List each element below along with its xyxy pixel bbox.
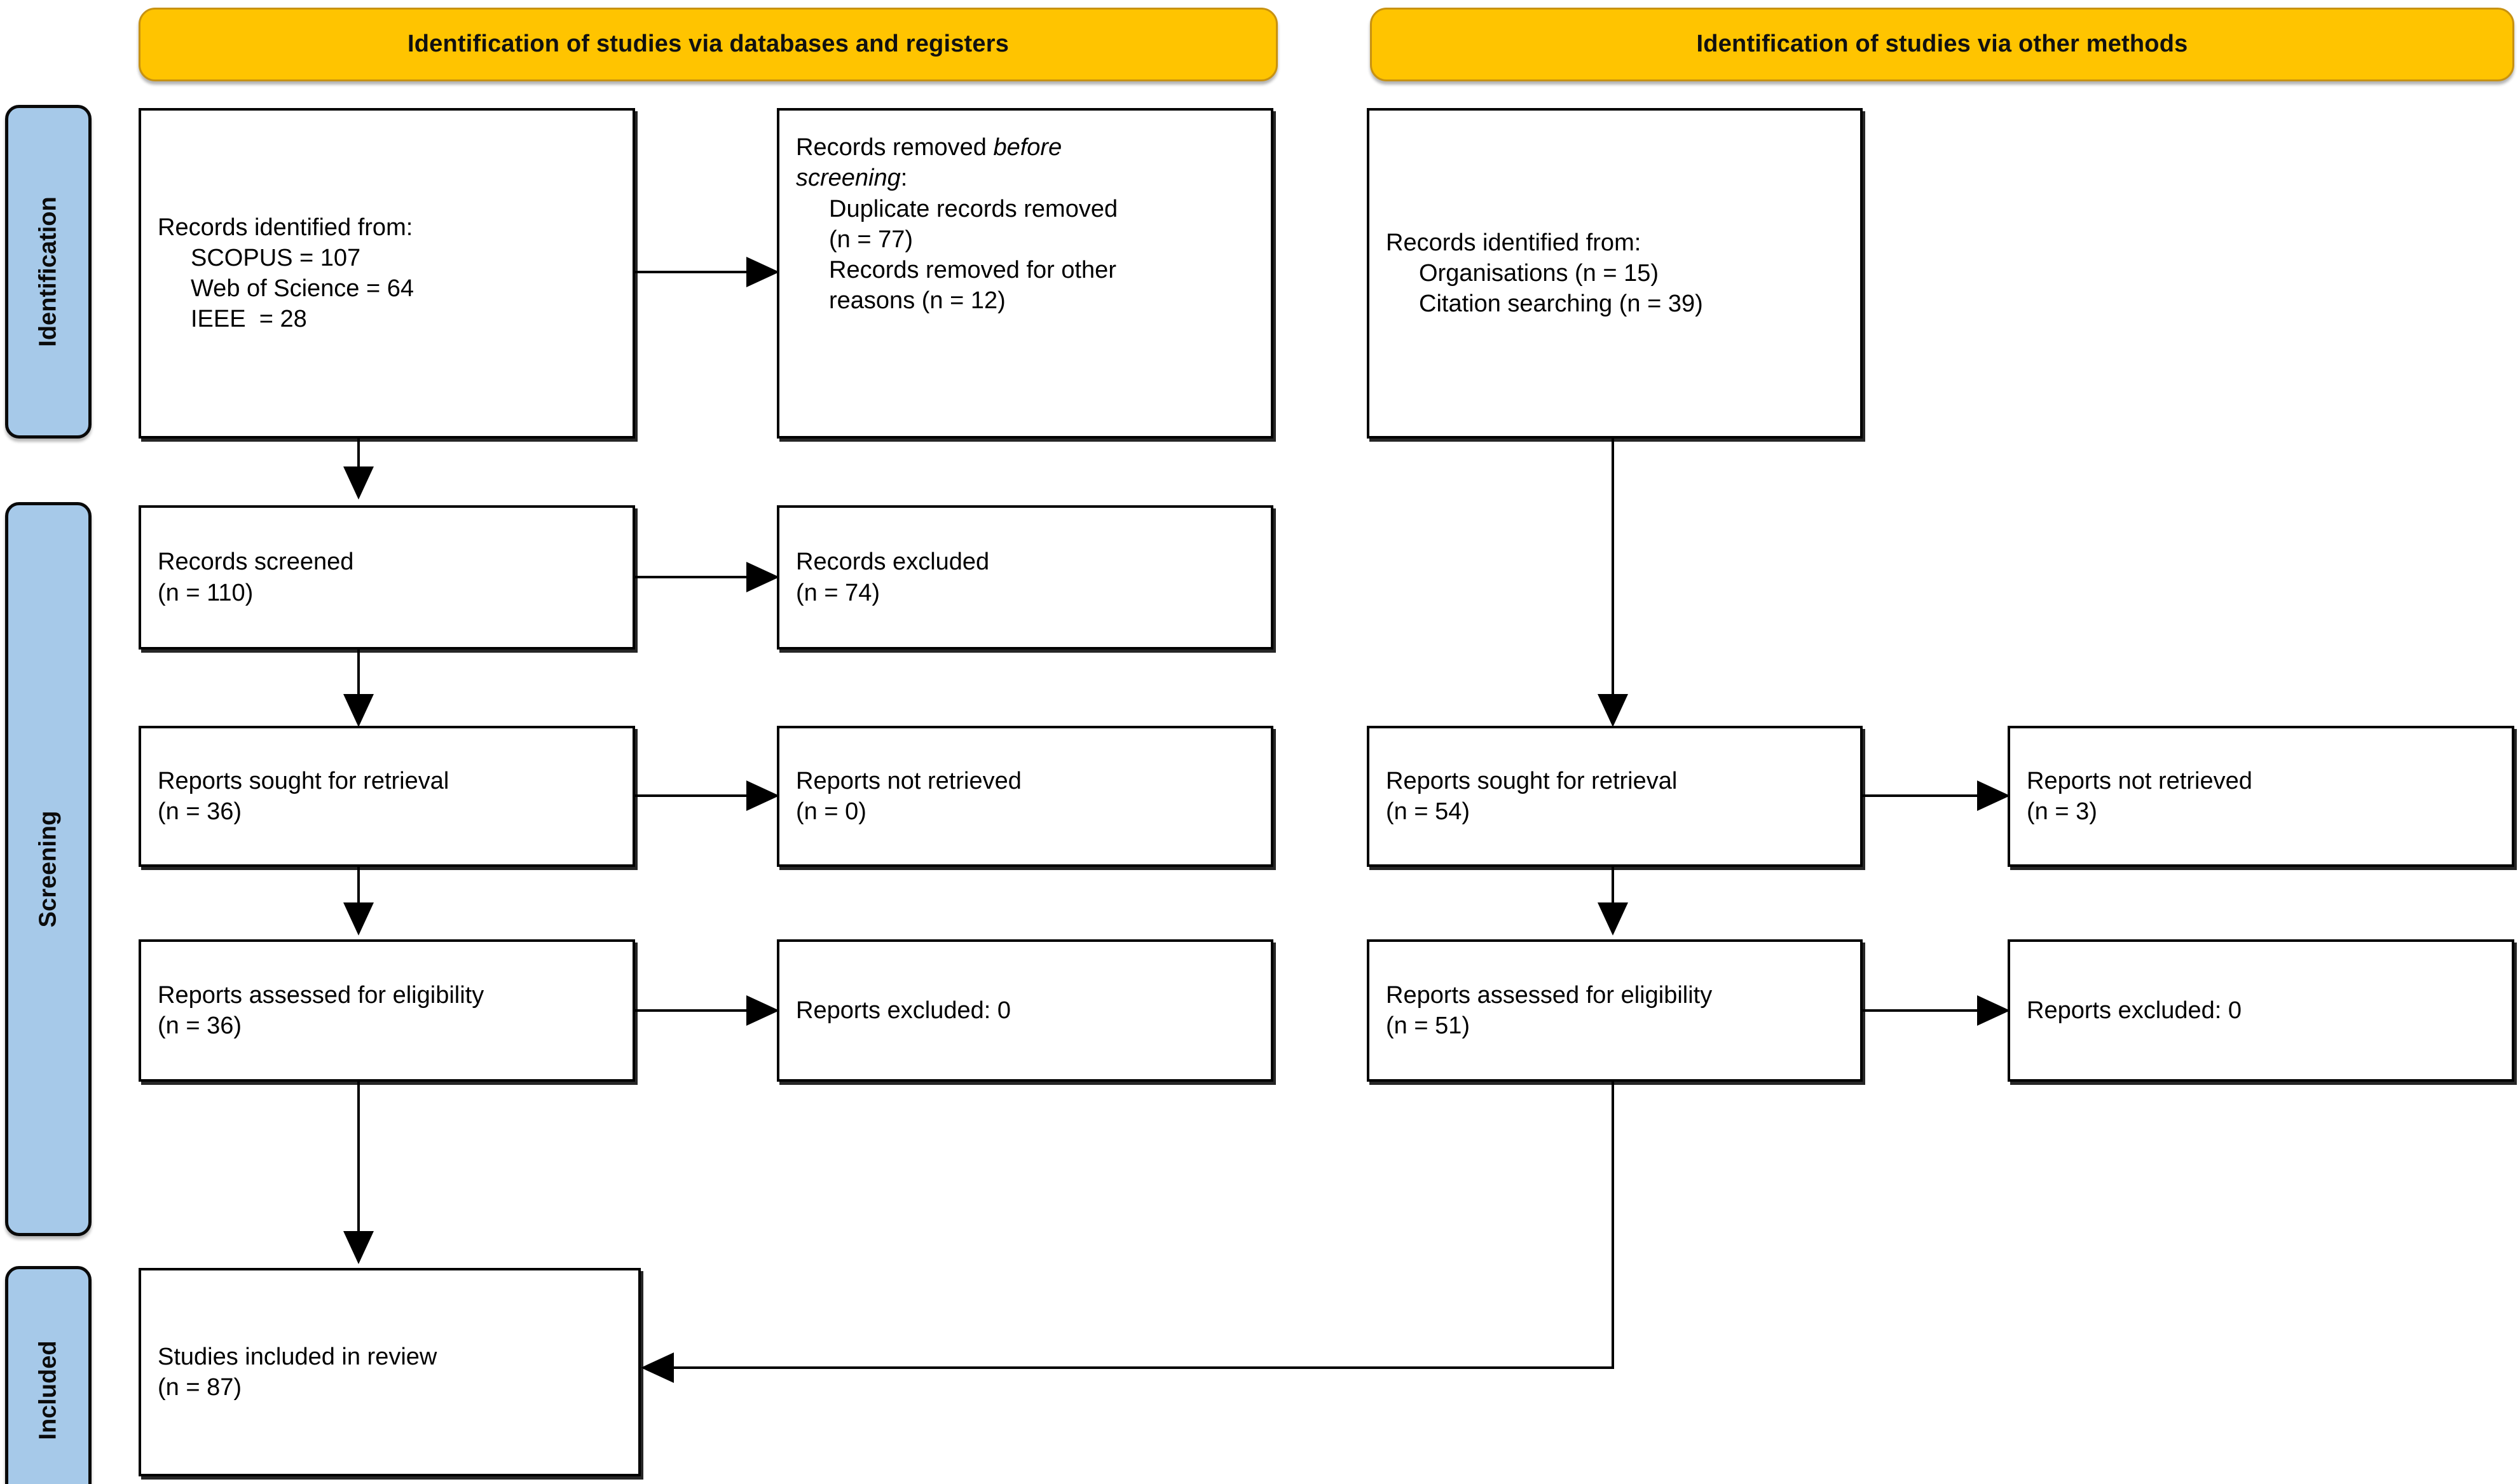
studies-included-line-1: Studies included in review bbox=[158, 1343, 437, 1370]
reports-sought-db-line-2: (n = 36) bbox=[158, 798, 242, 825]
box-reports-assessed-other: Reports assessed for eligibility (n = 51… bbox=[1367, 939, 1863, 1082]
records-removed-line-1: Records removed before bbox=[796, 132, 1254, 163]
banner-other-methods-label: Identification of studies via other meth… bbox=[1696, 31, 2188, 58]
reports-assessed-db-line-1: Reports assessed for eligibility bbox=[158, 981, 484, 1009]
records-identified-other-line-1: Records identified from: bbox=[1386, 229, 1641, 256]
stage-band-screening: Screening bbox=[5, 502, 92, 1236]
box-records-identified-databases: Records identified from: SCOPUS = 107 We… bbox=[139, 108, 635, 439]
records-identified-db-line-3: Web of Science = 64 bbox=[191, 275, 414, 302]
records-removed-line-2: screening: bbox=[796, 163, 1254, 193]
reports-not-retrieved-other-line-1: Reports not retrieved bbox=[2027, 767, 2252, 794]
box-studies-included-in-review: Studies included in review (n = 87) bbox=[139, 1268, 641, 1476]
box-reports-excluded-other: Reports excluded: 0 bbox=[2008, 939, 2514, 1082]
banner-databases-registers-label: Identification of studies via databases … bbox=[407, 31, 1010, 58]
records-screened-line-1: Records screened bbox=[158, 548, 354, 576]
records-removed-line-4: (n = 77) bbox=[829, 226, 914, 253]
edge-other-assessed-to-included-review bbox=[641, 1082, 1614, 1383]
studies-included-line-2: (n = 87) bbox=[158, 1374, 242, 1401]
box-records-removed-before-screening: Records removed before screening: Duplic… bbox=[777, 108, 1273, 439]
box-records-excluded: Records excluded (n = 74) bbox=[777, 505, 1273, 650]
records-removed-em-before: before bbox=[993, 134, 1062, 161]
records-removed-text-a: Records removed bbox=[796, 134, 994, 161]
reports-excluded-other-line-1: Reports excluded: 0 bbox=[2027, 997, 2242, 1024]
reports-not-retrieved-db-line-1: Reports not retrieved bbox=[796, 767, 1022, 794]
stage-band-identification-label: Identification bbox=[34, 196, 62, 347]
records-removed-line-5: Records removed for other bbox=[829, 257, 1116, 283]
box-reports-assessed-databases: Reports assessed for eligibility (n = 36… bbox=[139, 939, 635, 1082]
box-records-screened: Records screened (n = 110) bbox=[139, 505, 635, 650]
records-identified-db-line-1: Records identified from: bbox=[158, 214, 413, 241]
records-removed-line-3: Duplicate records removed bbox=[829, 195, 1118, 222]
records-excluded-line-1: Records excluded bbox=[796, 548, 990, 576]
records-removed-line-6: reasons (n = 12) bbox=[829, 287, 1006, 315]
records-identified-other-line-3: Citation searching (n = 39) bbox=[1419, 290, 1703, 318]
box-reports-not-retrieved-databases: Reports not retrieved (n = 0) bbox=[777, 726, 1273, 867]
stage-band-included: Included bbox=[5, 1266, 92, 1484]
box-reports-not-retrieved-other: Reports not retrieved (n = 3) bbox=[2008, 726, 2514, 867]
stage-band-identification: Identification bbox=[5, 105, 92, 439]
box-reports-sought-databases: Reports sought for retrieval (n = 36) bbox=[139, 726, 635, 867]
records-identified-other-line-2: Organisations (n = 15) bbox=[1419, 259, 1659, 287]
reports-assessed-db-line-2: (n = 36) bbox=[158, 1012, 242, 1039]
reports-sought-other-line-2: (n = 54) bbox=[1386, 798, 1470, 825]
records-identified-db-line-2: SCOPUS = 107 bbox=[191, 244, 361, 271]
records-screened-line-2: (n = 110) bbox=[158, 579, 254, 606]
box-records-identified-other: Records identified from: Organisations (… bbox=[1367, 108, 1863, 439]
reports-not-retrieved-other-line-2: (n = 3) bbox=[2027, 798, 2097, 825]
reports-not-retrieved-db-line-2: (n = 0) bbox=[796, 798, 866, 825]
stage-band-screening-label: Screening bbox=[34, 810, 62, 928]
reports-sought-other-line-1: Reports sought for retrieval bbox=[1386, 767, 1678, 794]
records-removed-colon: : bbox=[900, 165, 908, 192]
box-reports-excluded-databases: Reports excluded: 0 bbox=[777, 939, 1273, 1082]
banner-other-methods: Identification of studies via other meth… bbox=[1370, 8, 2514, 81]
box-reports-sought-other: Reports sought for retrieval (n = 54) bbox=[1367, 726, 1863, 867]
reports-assessed-other-line-2: (n = 51) bbox=[1386, 1012, 1470, 1039]
banner-databases-registers: Identification of studies via databases … bbox=[139, 8, 1278, 81]
records-excluded-line-2: (n = 74) bbox=[796, 579, 880, 606]
reports-sought-db-line-1: Reports sought for retrieval bbox=[158, 767, 449, 794]
reports-excluded-db-line-1: Reports excluded: 0 bbox=[796, 997, 1011, 1024]
records-identified-db-line-4: IEEE = 28 bbox=[191, 306, 307, 333]
reports-assessed-other-line-1: Reports assessed for eligibility bbox=[1386, 981, 1713, 1009]
records-removed-em-screening: screening bbox=[796, 165, 901, 192]
stage-band-included-label: Included bbox=[34, 1340, 62, 1440]
